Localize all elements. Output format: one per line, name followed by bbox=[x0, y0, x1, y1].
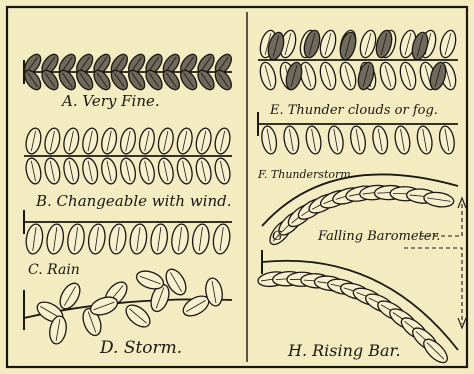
caption-c: C. Rain bbox=[28, 262, 80, 278]
spray-b-changeable bbox=[24, 127, 232, 185]
caption-g: G. bbox=[272, 229, 286, 244]
caption-e: E. Thunder clouds or fog. bbox=[269, 103, 438, 118]
caption-b: B. Changeable with wind. bbox=[35, 192, 232, 210]
caption-h: H. Rising Bar. bbox=[287, 341, 401, 360]
caption-d: D. Storm. bbox=[99, 338, 182, 358]
caption-f: F. Thunderstorm bbox=[257, 168, 351, 181]
caption-a: A. Very Fine. bbox=[60, 92, 160, 110]
